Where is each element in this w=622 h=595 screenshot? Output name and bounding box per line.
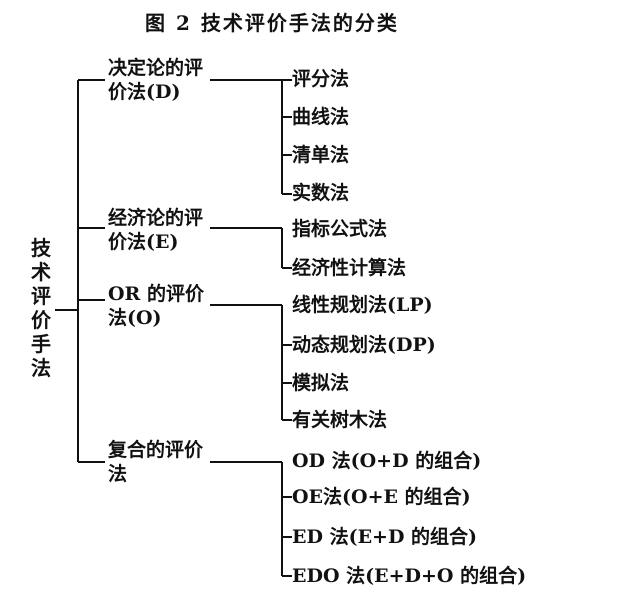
method-label: 线性规划法(LP) (292, 294, 433, 316)
category-label-line2: 法(O) (108, 307, 162, 329)
method-label: ED 法(E+D 的组合) (292, 526, 478, 548)
category-label: 经济论的评 价法(E) (108, 206, 248, 254)
category-label-line1: 复合的评价 (108, 439, 204, 461)
category-label-line1: 决定论的评 (108, 57, 204, 79)
figure-title: 图 2 技术评价手法的分类 (145, 11, 399, 35)
method-label: EDO 法(E+D+O 的组合) (292, 565, 527, 587)
method-label: 清单法 (292, 144, 350, 166)
category-label: OR 的评价 法(O) (108, 282, 248, 330)
method-label: OD 法(O+D 的组合) (292, 450, 482, 472)
method-label: 曲线法 (292, 106, 350, 128)
category-label-line1: OR 的评价 (108, 283, 204, 305)
method-label: 模拟法 (292, 372, 350, 394)
category-label: 决定论的评 价法(D) (108, 56, 248, 104)
category-label-line2: 法 (108, 463, 128, 485)
method-label: 指标公式法 (292, 218, 388, 240)
method-label: 经济性计算法 (292, 257, 407, 279)
category-label-line2: 价法(E) (108, 231, 179, 253)
category-label-line2: 价法(D) (108, 81, 181, 103)
category-label-line1: 经济论的评 (108, 207, 204, 229)
method-label: 有关树木法 (292, 409, 388, 431)
method-label: OE法(O+E 的组合) (292, 486, 471, 508)
method-label: 动态规划法(DP) (292, 334, 436, 356)
method-label: 评分法 (292, 68, 350, 90)
root-node-label: 技术评价手法 (31, 236, 51, 380)
method-label: 实数法 (292, 182, 350, 204)
category-label: 复合的评价 法 (108, 438, 248, 486)
